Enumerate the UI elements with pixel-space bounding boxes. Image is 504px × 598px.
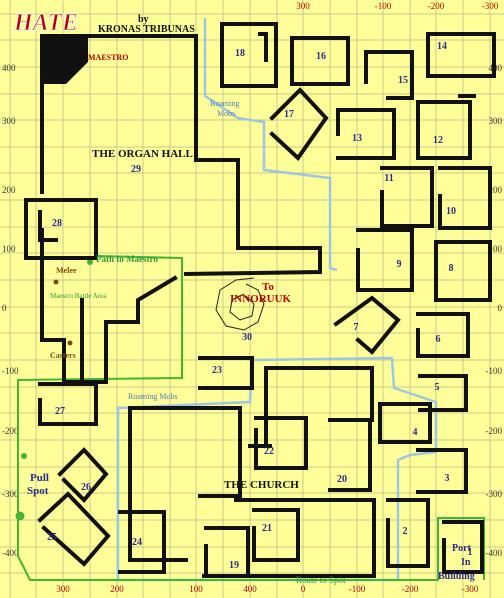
room-number: 11 xyxy=(384,173,393,184)
bottom-axis-label: 300 xyxy=(56,584,70,594)
innoruuk-portal-icon xyxy=(215,277,265,331)
innoruuk-label: INNORUUK xyxy=(230,293,292,305)
title-author: KRONAS TRIBUNAS xyxy=(98,24,195,35)
room-number: 13 xyxy=(352,133,362,144)
right-axis-label: 300 xyxy=(489,116,503,126)
room-number: 5 xyxy=(435,382,440,393)
room-number: 21 xyxy=(262,523,272,534)
right-axis-label: -300 xyxy=(486,489,503,499)
room-number: 2 xyxy=(403,526,408,537)
casters-label: Casters xyxy=(50,351,76,360)
room-number: 17 xyxy=(284,109,294,120)
room-number: 15 xyxy=(398,75,408,86)
route-marker xyxy=(21,453,27,459)
right-axis-label: 100 xyxy=(489,244,503,254)
left-axis-label: -300 xyxy=(2,489,19,499)
title-by: by xyxy=(138,14,149,25)
room-number: 8 xyxy=(449,263,454,274)
melee-label: Melee xyxy=(56,266,77,275)
left-axis-label: -100 xyxy=(2,366,19,376)
room-number: 9 xyxy=(397,259,402,270)
bottom-axis-label: 200 xyxy=(110,584,124,594)
route-to-spot xyxy=(17,255,485,581)
room-number: 7 xyxy=(354,322,359,333)
organ-hall-label: THE ORGAN HALL xyxy=(92,148,193,160)
left-axis-label: 200 xyxy=(2,185,16,195)
to-label: To xyxy=(262,281,274,293)
path-marker xyxy=(87,259,93,265)
room-number: 27 xyxy=(55,406,65,417)
maestro-label: MAESTRO xyxy=(88,53,128,62)
right-axis-label: -200 xyxy=(486,426,503,436)
room-number: 10 xyxy=(446,206,456,217)
room-number: 28 xyxy=(52,218,62,229)
bottom-axis-label: 100 xyxy=(189,584,203,594)
room-number: 26 xyxy=(81,482,91,493)
left-axis-label: -200 xyxy=(2,426,19,436)
melee-marker xyxy=(53,279,59,285)
maestro-platform xyxy=(44,38,88,84)
walls xyxy=(24,22,496,578)
top-axis-label: -100 xyxy=(375,1,392,11)
bottom-axis-label: -300 xyxy=(462,584,479,594)
bottom-axis-label: 400 xyxy=(243,584,257,594)
path-to-maestro-label: Path to Maestro xyxy=(96,254,158,264)
room-number: 30 xyxy=(242,332,252,343)
right-axis-label: 200 xyxy=(489,185,503,195)
roaming-mobs-label-top: Mobs xyxy=(217,109,235,118)
top-axis-label: -200 xyxy=(428,1,445,11)
room-number: 4 xyxy=(413,427,418,438)
bottom-axis-label: -100 xyxy=(349,584,366,594)
room-number: 16 xyxy=(316,51,326,62)
right-axis-label: -100 xyxy=(486,366,503,376)
route-to-spot-label: Route to Spot xyxy=(296,575,346,585)
room-number: 24 xyxy=(132,537,142,548)
right-axis-label: -400 xyxy=(486,548,503,558)
room-number: 12 xyxy=(433,135,443,146)
pull-spot-label: Pull xyxy=(30,472,49,484)
battle-area-label: Maestro Battle Area xyxy=(50,292,107,300)
map-title: HATE xyxy=(13,10,78,36)
room-number: 23 xyxy=(212,365,222,376)
port-label: Building xyxy=(438,571,475,582)
port-label: In xyxy=(461,557,471,568)
room-number: 3 xyxy=(445,473,450,484)
room-number: 14 xyxy=(437,41,447,52)
left-axis-label: 0 xyxy=(2,303,7,313)
right-axis-label: 0 xyxy=(498,303,503,313)
room-number: 18 xyxy=(235,48,245,59)
room-number: 19 xyxy=(229,560,239,571)
room-number: 25 xyxy=(47,532,57,543)
left-axis-label: 400 xyxy=(2,63,16,73)
bottom-axis-label: -200 xyxy=(402,584,419,594)
room-number: 6 xyxy=(436,334,441,345)
room-number: 22 xyxy=(264,446,274,457)
top-axis-label: 300 xyxy=(296,1,310,11)
church-label: THE CHURCH xyxy=(224,479,299,491)
bottom-axis-label: 0 xyxy=(301,584,306,594)
roaming-mobs-label-top: Roaming xyxy=(210,99,239,108)
casters-marker xyxy=(67,340,73,346)
pull-spot-marker xyxy=(15,511,25,521)
left-axis-label: 300 xyxy=(2,116,16,126)
pull-spot-label: Spot xyxy=(27,485,49,497)
roaming-mobs-label-mid: Roaming Mobs xyxy=(128,392,178,401)
top-axis-label: -300 xyxy=(482,1,499,11)
room-number: 20 xyxy=(337,474,347,485)
left-axis-label: 100 xyxy=(2,244,16,254)
room-number: 29 xyxy=(131,164,141,175)
port-label: Port xyxy=(452,543,472,554)
left-axis-label: -400 xyxy=(2,548,19,558)
room-number: 1 xyxy=(468,547,473,558)
